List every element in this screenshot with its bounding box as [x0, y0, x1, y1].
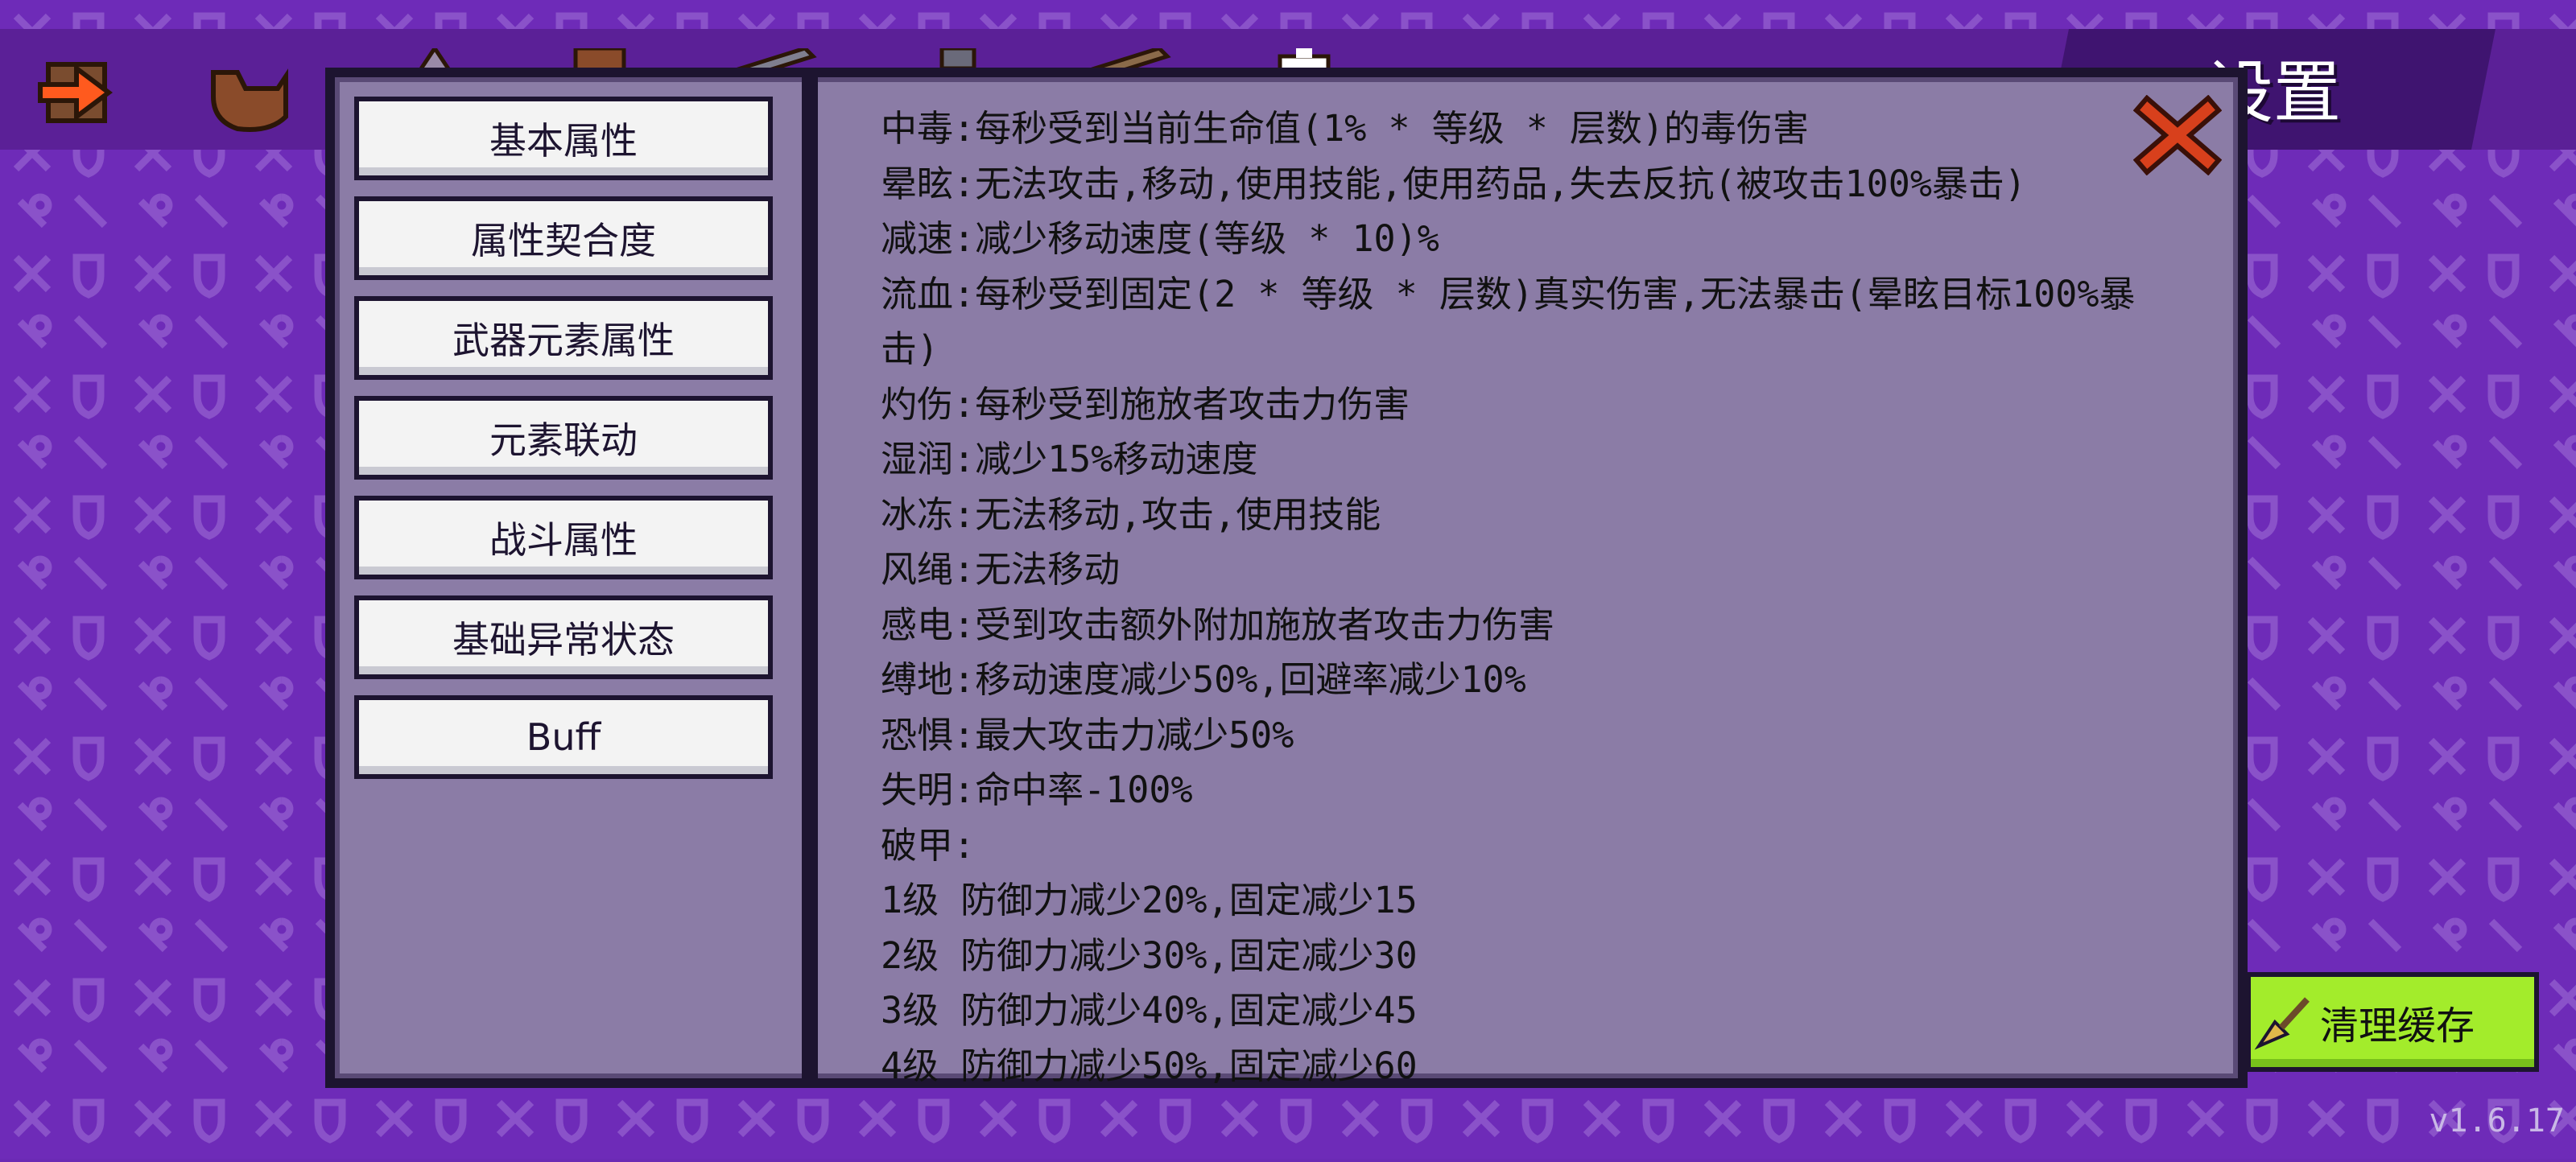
status-line: 冰冻:无法移动,攻击,使用技能 — [881, 492, 1381, 536]
status-line: 3级 防御力减少40%,固定减少45 — [881, 989, 1418, 1032]
status-line: 破甲: — [881, 823, 976, 867]
status-line: 中毒:每秒受到当前生命值(1% * 等级 * 层数)的毒伤害 — [881, 107, 1810, 150]
clear-cache-label: 清理缓存 — [2320, 1003, 2475, 1049]
status-line: 失明:命中率-100% — [881, 768, 1193, 811]
status-line: 1级 防御力减少20%,固定减少15 — [881, 879, 1418, 921]
status-line: 晕眩:无法攻击,移动,使用技能,使用药品,失去反抗(被攻击100%暴击) — [881, 162, 2027, 205]
close-icon[interactable] — [2133, 95, 2222, 175]
status-line: 恐惧:最大攻击力减少50% — [881, 713, 1294, 756]
status-line: 缚地:移动速度减少50%,回避率减少10% — [881, 658, 1526, 701]
menu-item-attribute-affinity[interactable]: 属性契合度 — [354, 196, 773, 280]
menu-item-combat-attributes[interactable]: 战斗属性 — [354, 496, 773, 579]
status-description-text: 中毒:每秒受到当前生命值(1% * 等级 * 层数)的毒伤害 晕眩:无法攻击,移… — [881, 101, 2185, 1083]
status-line: 减速:减少移动速度(等级 * 10)% — [881, 217, 1439, 260]
version-label: v1.6.17 — [2429, 1102, 2565, 1139]
status-line: 湿润:减少15%移动速度 — [881, 438, 1258, 480]
menu-item-basic-attributes[interactable]: 基本属性 — [354, 97, 773, 180]
menu-item-buff[interactable]: Buff — [354, 695, 773, 779]
panel-divider — [802, 77, 818, 1078]
status-line: 2级 防御力减少30%,固定减少30 — [881, 933, 1418, 977]
status-line: 4级 防御力减少50%,固定减少60 — [881, 1044, 1418, 1084]
status-line: 灼伤:每秒受到施放者攻击力伤害 — [881, 382, 1410, 426]
menu-item-weapon-element[interactable]: 武器元素属性 — [354, 296, 773, 380]
armor-icon[interactable] — [201, 48, 298, 137]
exit-arrow-icon[interactable] — [32, 48, 129, 137]
status-line: 风绳:无法移动 — [881, 548, 1121, 591]
status-line: 流血:每秒受到固定(2 * 等级 * 层数)真实伤害,无法暴击(晕眩目标100%… — [881, 272, 2136, 315]
broom-icon — [2254, 997, 2310, 1050]
menu-item-abnormal-status[interactable]: 基础异常状态 — [354, 595, 773, 679]
clear-cache-button[interactable]: 清理缓存 — [2246, 972, 2539, 1072]
status-line: 击) — [881, 328, 939, 370]
menu-item-element-linkage[interactable]: 元素联动 — [354, 396, 773, 480]
status-line: 感电:受到攻击额外附加施放者攻击力伤害 — [881, 603, 1555, 646]
category-menu: 基本属性 属性契合度 武器元素属性 元素联动 战斗属性 基础异常状态 Buff — [354, 97, 773, 795]
